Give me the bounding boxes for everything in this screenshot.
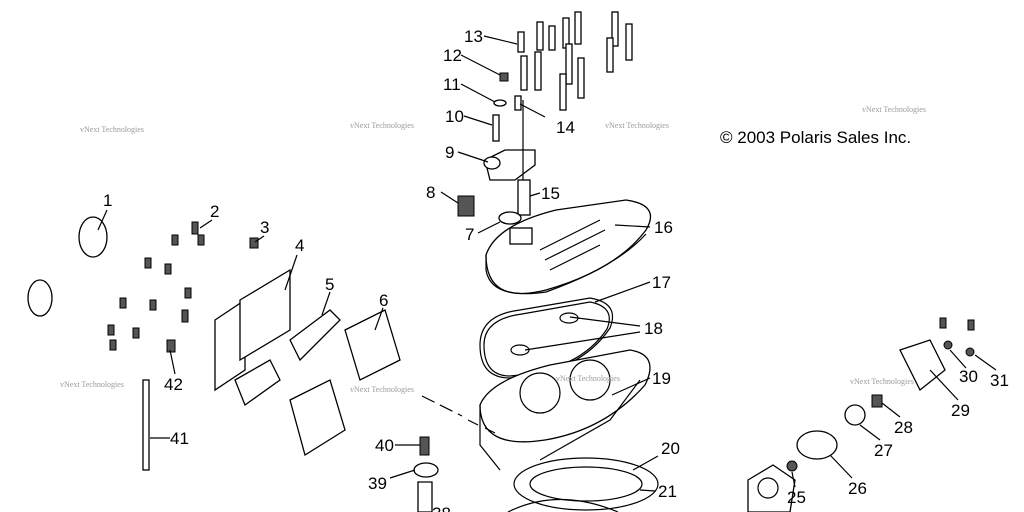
callout-4: 4 — [295, 236, 304, 255]
callout-39: 39 — [368, 474, 387, 493]
leader-lines — [97, 35, 997, 492]
watermark: vNext Technologies — [350, 121, 414, 130]
callout-41: 41 — [170, 429, 189, 448]
gasket-20 — [513, 457, 659, 511]
sensor-15 — [517, 179, 531, 216]
callout-38: 38 — [432, 504, 451, 512]
callout-18: 18 — [644, 319, 663, 338]
callout-26: 26 — [848, 479, 867, 498]
callout-19: 19 — [652, 369, 671, 388]
watermark: vNext Technologies — [80, 125, 144, 134]
callout-17: 17 — [652, 273, 671, 292]
gasket-17 — [479, 297, 614, 379]
callout-40: 40 — [375, 436, 394, 455]
callout-42: 42 — [164, 375, 183, 394]
watermark: vNext Technologies — [556, 374, 620, 383]
callout-25: 25 — [787, 488, 806, 507]
fitting-8 — [457, 195, 475, 217]
callout-21: 21 — [658, 482, 677, 501]
gasket-21 — [529, 466, 643, 502]
watermark: vNext Technologies — [850, 377, 914, 386]
callout-11: 11 — [443, 75, 461, 94]
bolts-13 — [492, 11, 633, 142]
watermark: vNext Technologies — [60, 380, 124, 389]
callout-30: 30 — [959, 367, 978, 386]
callout-12: 12 — [443, 46, 462, 65]
callout-27: 27 — [874, 441, 893, 460]
cylinder-19 — [479, 349, 651, 443]
pump-parts — [747, 317, 975, 512]
callout-9: 9 — [445, 143, 454, 162]
callout-6: 6 — [379, 291, 388, 310]
watermark: vNext Technologies — [350, 385, 414, 394]
callout-7: 7 — [465, 225, 474, 244]
callout-2: 2 — [210, 202, 219, 221]
callout-10: 10 — [445, 107, 464, 126]
callout-14: 14 — [556, 118, 575, 137]
callout-13: 13 — [464, 27, 483, 46]
watermark: vNext Technologies — [605, 121, 669, 130]
callout-31: 31 — [990, 371, 1009, 390]
watermarks: vNext Technologies vNext Technologies vN… — [60, 105, 926, 394]
callout-16: 16 — [654, 218, 673, 237]
callout-28: 28 — [894, 418, 913, 437]
copyright-notice: © 2003 Polaris Sales Inc. — [720, 128, 911, 147]
callout-labels: 13 12 11 14 10 9 8 15 7 16 17 18 19 20 2… — [103, 27, 1009, 512]
callout-20: 20 — [661, 439, 680, 458]
callout-29: 29 — [951, 401, 970, 420]
callout-5: 5 — [325, 275, 334, 294]
callout-8: 8 — [426, 183, 435, 202]
callout-1: 1 — [103, 191, 112, 210]
intake-parts — [27, 216, 401, 471]
callout-3: 3 — [260, 218, 269, 237]
callout-15: 15 — [541, 184, 560, 203]
watermark: vNext Technologies — [862, 105, 926, 114]
